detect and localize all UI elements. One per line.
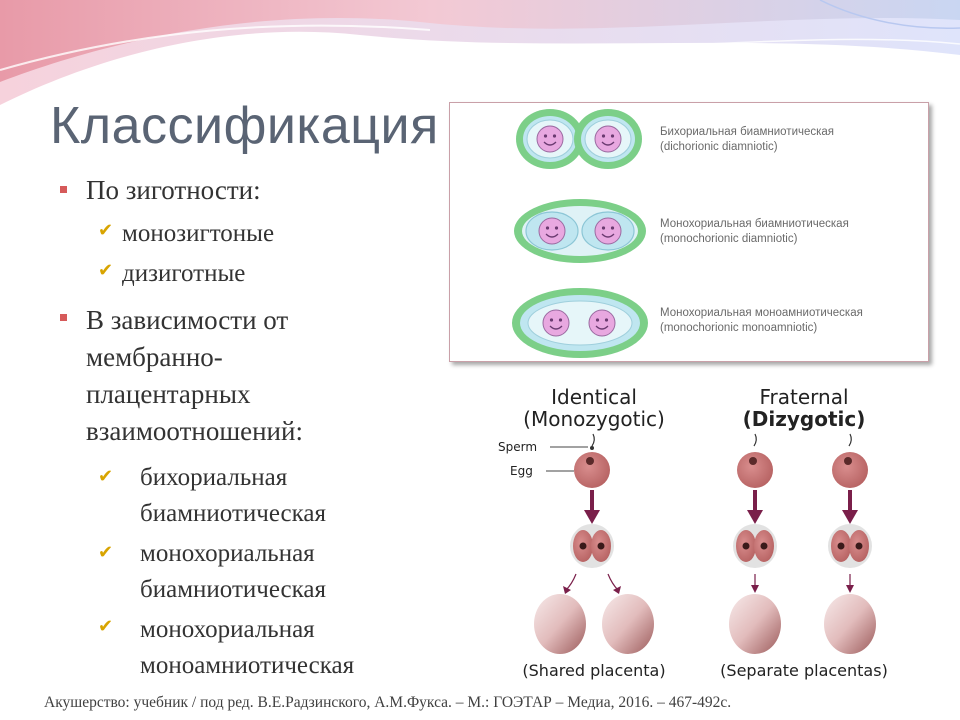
bullet-zygosity: По зиготности: (86, 175, 261, 205)
placentation-types-figure: Бихориальная биамниотическая (dichorioni… (449, 102, 929, 362)
label-monochorionic-diamniotic-en: (monochorionic diamniotic) (660, 233, 798, 245)
subitem-dizygotic: дизиготные (122, 260, 246, 287)
shared-placenta-caption: (Shared placenta) (522, 661, 665, 680)
fraternal-title: Fraternal (759, 385, 848, 409)
subitem-monochorionic-mono-line-2: моноамниотическая (140, 652, 355, 679)
subitem-dichorionic-line-1: бихориальная (140, 464, 288, 491)
checkmark-icon: ✔ (98, 220, 114, 241)
header-wave-decoration (0, 0, 960, 105)
bullet-membrane-line-3: плацентарных (86, 379, 251, 409)
identical-subtitle: (Monozygotic) (523, 407, 665, 431)
identical-zygote-stage (534, 433, 654, 654)
dichorionic-diamniotic-diagram (516, 109, 642, 169)
subitem-dichorionic-line-2: биамниотическая (140, 500, 326, 527)
label-dichorionic-en: (dichorionic diamniotic) (660, 141, 778, 153)
checkmark-icon: ✔ (98, 466, 114, 487)
bullet-membrane-line-1: В зависимости от (86, 305, 289, 335)
bullet-marker (60, 186, 67, 193)
subitem-monochorionic-di-line-2: биамниотическая (140, 576, 326, 603)
monochorionic-monoamniotic-diagram (512, 288, 648, 358)
label-monochorionic-monoamniotic: Монохориальная моноамниотическая (monoch… (660, 306, 863, 336)
checkmark-icon: ✔ (98, 260, 114, 281)
fraternal-zygote-right (824, 433, 876, 654)
label-dichorionic: Бихориальная биамниотическая (dichorioni… (660, 125, 834, 155)
twin-formation-diagram: Identical (Monozygotic) Fraternal (Dizyg… (498, 385, 888, 680)
placentation-diagram (512, 109, 648, 358)
bullet-membrane-line-2: мембранно- (86, 342, 223, 372)
checkmark-icon: ✔ (98, 542, 114, 563)
fraternal-subtitle: (Dizygotic) (743, 407, 866, 431)
subitem-monochorionic-mono-line-1: монохориальная (140, 616, 315, 643)
identical-title: Identical (551, 385, 637, 409)
separate-placentas-caption: (Separate placentas) (720, 661, 888, 680)
page-title: Классификация (50, 97, 439, 155)
label-monochorionic-diamniotic-ru: Монохориальная биамниотическая (660, 218, 849, 230)
label-dichorionic-ru: Бихориальная биамниотическая (660, 126, 835, 138)
bullet-membrane-line-4: взаимоотношений: (86, 416, 303, 446)
label-monochorionic-monoamniotic-en: (monochorionic monoamniotic) (660, 322, 818, 334)
subitem-monozygotic: монозигтоные (122, 220, 275, 247)
sperm-label: Sperm (498, 440, 537, 454)
source-citation: Акушерство: учебник / под ред. В.Е.Радзи… (44, 694, 732, 711)
monochorionic-diamniotic-diagram (514, 199, 646, 263)
fraternal-zygote-left (729, 433, 781, 654)
label-monochorionic-monoamniotic-ru: Монохориальная моноамниотическая (660, 307, 863, 319)
egg-label: Egg (510, 464, 533, 478)
label-monochorionic-diamniotic: Монохориальная биамниотическая (monochor… (660, 217, 849, 247)
checkmark-icon: ✔ (98, 616, 114, 637)
subitem-monochorionic-di-line-1: монохориальная (140, 540, 315, 567)
bullet-marker (60, 314, 67, 321)
